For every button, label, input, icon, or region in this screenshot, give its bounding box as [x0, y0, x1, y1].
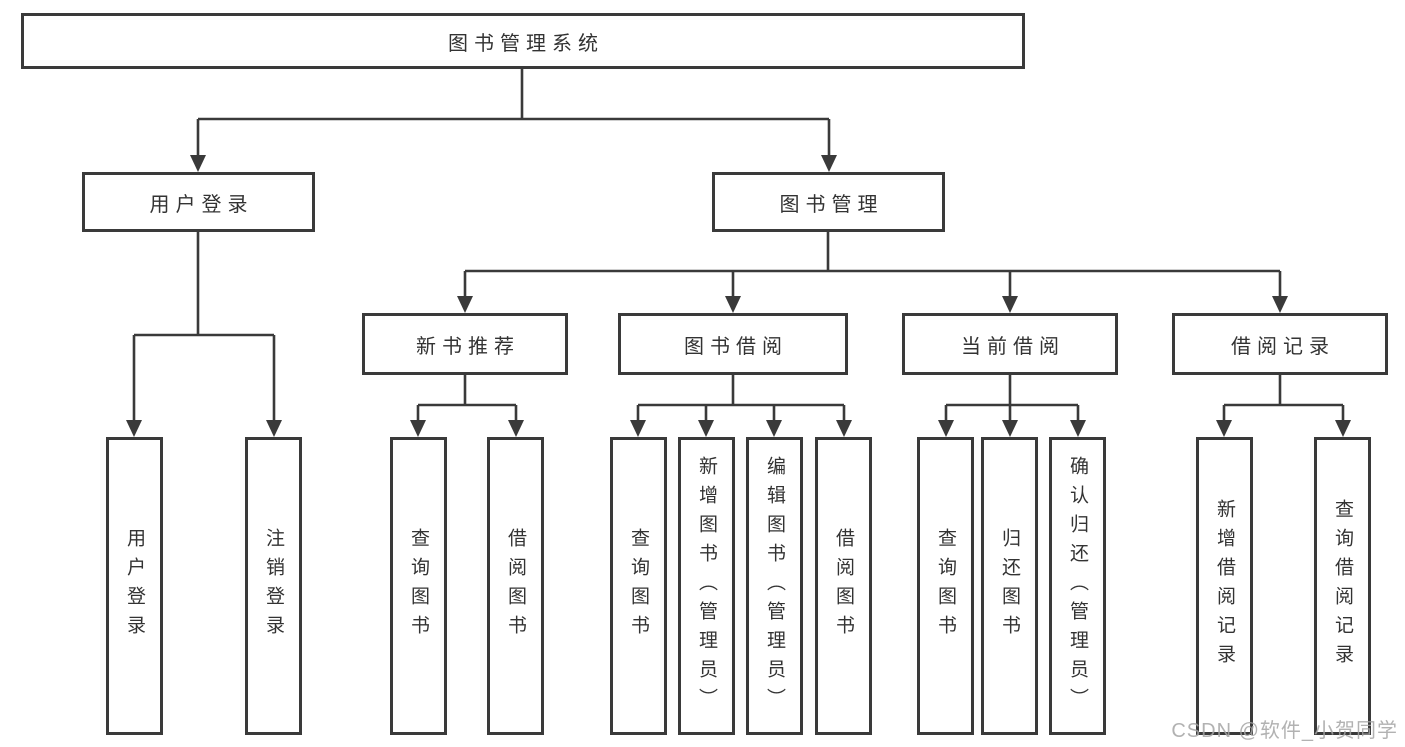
node-book-borrowing: 图书借阅 — [618, 313, 848, 375]
leaf-borrow-books-borrowing: 借阅图书 — [815, 437, 872, 735]
leaf-return-books: 归还图书 — [981, 437, 1038, 735]
leaf-edit-books-admin: 编辑图书（管理员） — [746, 437, 803, 735]
leaf-query-books-recommend: 查询图书 — [390, 437, 447, 735]
node-current-borrowing: 当前借阅 — [902, 313, 1118, 375]
leaf-borrow-books-recommend: 借阅图书 — [487, 437, 544, 735]
node-root-library-management-system: 图书管理系统 — [21, 13, 1025, 69]
node-user-login: 用户登录 — [82, 172, 315, 232]
leaf-query-books-borrowing: 查询图书 — [610, 437, 667, 735]
leaf-add-books-admin: 新增图书（管理员） — [678, 437, 735, 735]
leaf-query-borrow-record: 查询借阅记录 — [1314, 437, 1371, 735]
leaf-add-borrow-record: 新增借阅记录 — [1196, 437, 1253, 735]
leaf-confirm-return-admin: 确认归还（管理员） — [1049, 437, 1106, 735]
leaf-query-books-current: 查询图书 — [917, 437, 974, 735]
leaf-user-login: 用户登录 — [106, 437, 163, 735]
csdn-watermark: CSDN @软件_小贺同学 — [1171, 720, 1398, 742]
leaf-logout: 注销登录 — [245, 437, 302, 735]
node-borrowing-records: 借阅记录 — [1172, 313, 1388, 375]
node-book-management: 图书管理 — [712, 172, 945, 232]
node-new-book-recommendation: 新书推荐 — [362, 313, 568, 375]
